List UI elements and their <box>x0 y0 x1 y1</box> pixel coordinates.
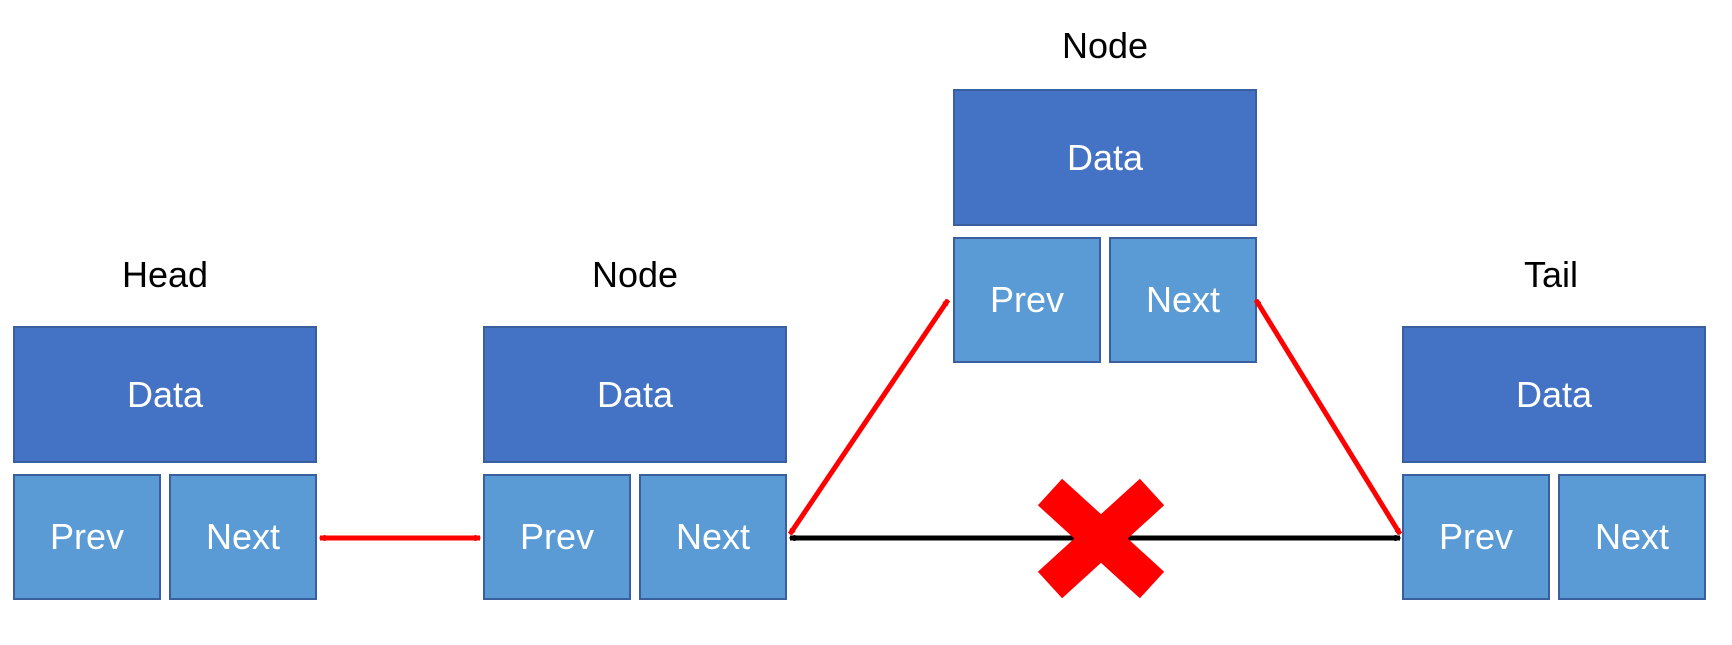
inserted-node-data-cell: Data <box>953 89 1257 226</box>
tail-label: Tail <box>1523 254 1579 295</box>
head-label: Head <box>121 254 209 295</box>
head-prev-cell: Prev <box>13 474 161 600</box>
inserted-node-label: Node <box>1061 25 1149 66</box>
node-data-cell: Data <box>483 326 787 463</box>
node-prev-cell: Prev <box>483 474 631 600</box>
tail-prev-cell: Prev <box>1402 474 1550 600</box>
inserted-to-tail-link <box>1253 300 1403 534</box>
inserted-node-prev-cell: Prev <box>953 237 1101 363</box>
cross-icon <box>1037 478 1165 599</box>
head-data-cell: Data <box>13 326 317 463</box>
node-to-inserted-link <box>787 300 951 534</box>
node-label: Node <box>591 254 679 295</box>
node-next-cell: Next <box>639 474 787 600</box>
inserted-node-next-cell: Next <box>1109 237 1257 363</box>
tail-next-cell: Next <box>1558 474 1706 600</box>
tail-data-cell: Data <box>1402 326 1706 463</box>
head-next-cell: Next <box>169 474 317 600</box>
